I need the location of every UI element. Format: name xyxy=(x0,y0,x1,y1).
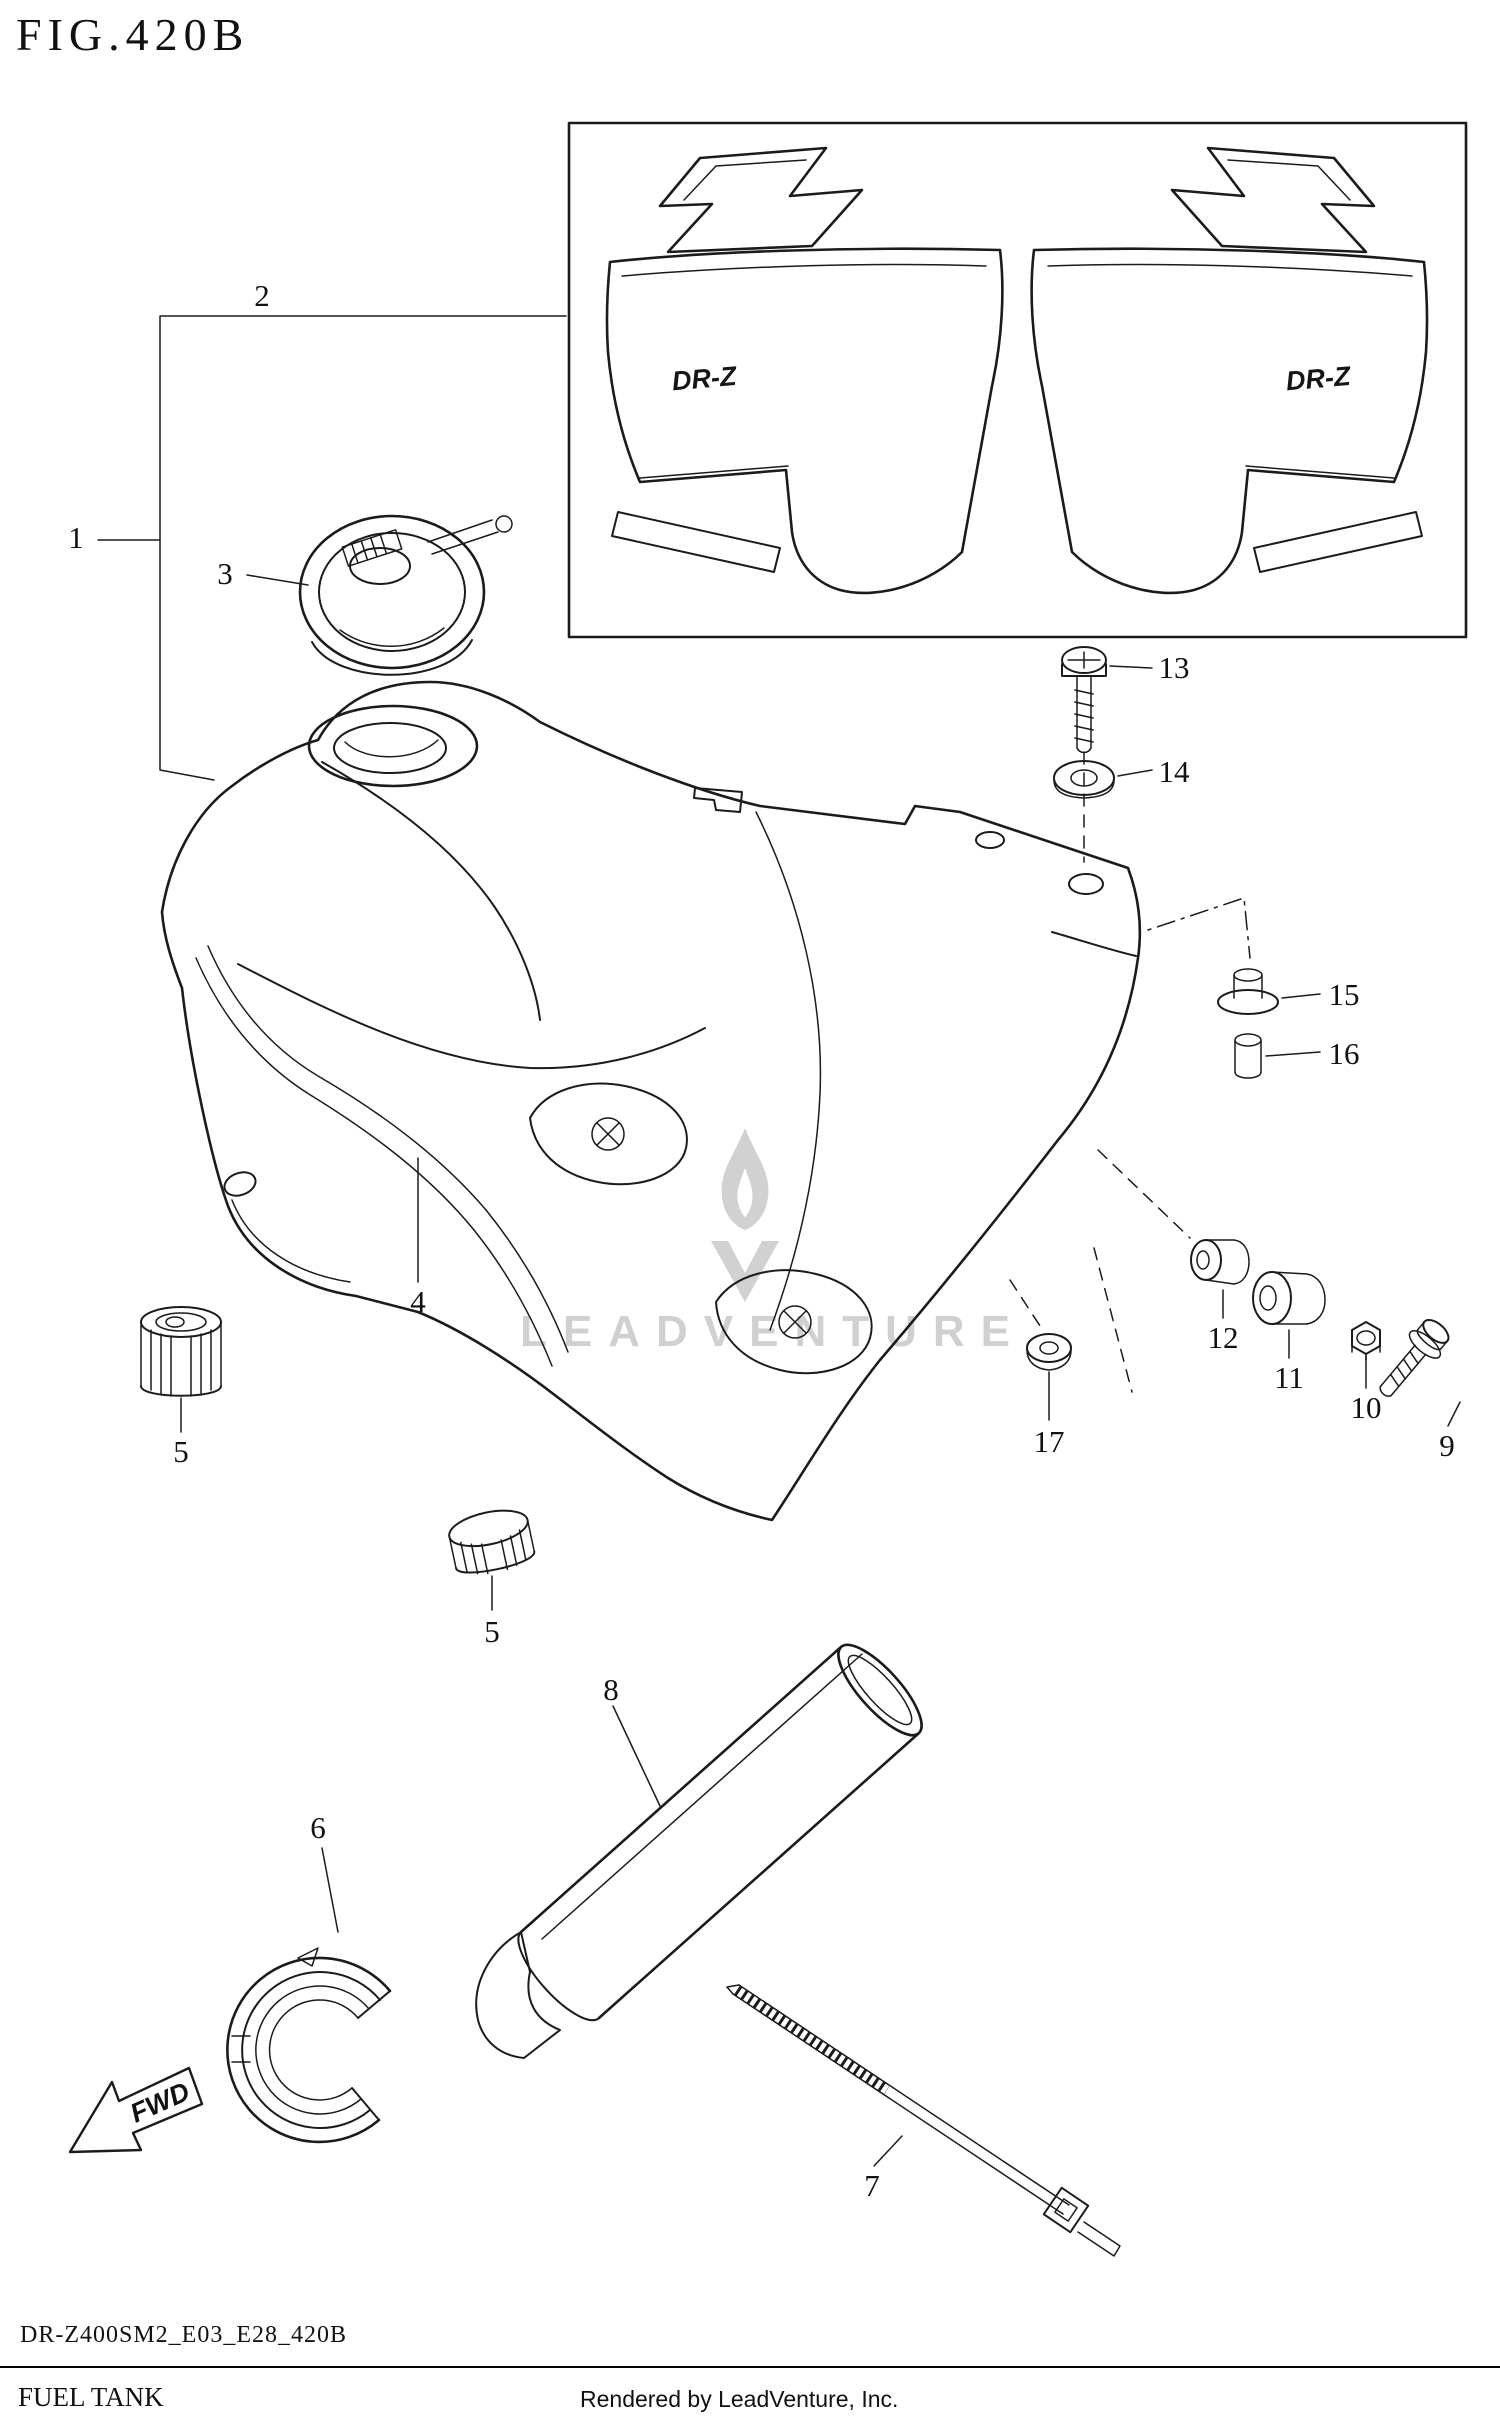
watermark-flame-notch xyxy=(737,1168,753,1217)
figure-title: FIG.420B xyxy=(16,9,250,60)
leader-1-2-bracket xyxy=(159,315,567,781)
watermark-v-icon xyxy=(711,1241,779,1302)
dash-to-17b xyxy=(1093,1247,1133,1393)
tank-outline xyxy=(160,680,1142,1522)
heat-shield-tube-8 xyxy=(475,1643,923,2059)
diagram-code: DR-Z400SM2_E03_E28_420B xyxy=(20,2322,348,2348)
tank-top-tab xyxy=(693,787,743,813)
callout-4: 4 xyxy=(410,1284,426,1319)
fwd-arrow-shape xyxy=(68,2066,204,2154)
right-decal-logo: DR-Z xyxy=(1285,361,1353,397)
leader-16 xyxy=(1265,1051,1321,1057)
leader-15 xyxy=(1281,993,1321,999)
tube-split-flap xyxy=(475,1931,561,2059)
callout-17: 17 xyxy=(1033,1424,1065,1459)
left-tank-decal: DR-Z xyxy=(605,146,1004,595)
callout-9: 9 xyxy=(1439,1428,1455,1463)
right-decal-swoosh xyxy=(1170,146,1376,254)
callout-2: 2 xyxy=(254,278,270,313)
leadventure-watermark: LEADVENTURE xyxy=(520,1128,1026,1356)
callout-14: 14 xyxy=(1158,754,1190,789)
left-decal-stripe xyxy=(611,511,781,573)
filler-neck-opening xyxy=(307,704,479,788)
dash-to-11-12 xyxy=(1097,1149,1191,1239)
callout-7: 7 xyxy=(864,2168,880,2203)
dash-to-17a xyxy=(1009,1279,1045,1333)
clamp-6 xyxy=(226,1947,392,2144)
watermark-text: LEADVENTURE xyxy=(520,1307,1026,1356)
callout-leader-lines xyxy=(97,315,1461,2167)
dash-to-15-16 xyxy=(1147,897,1251,959)
tank-shroud-edge xyxy=(237,963,706,1070)
spacer-16 xyxy=(1234,1033,1262,1079)
shroud-recess-upper xyxy=(529,1082,688,1186)
fuel-cap-tether xyxy=(427,519,499,555)
shroud-recess-lower xyxy=(715,1269,873,1375)
fuel-cap-skirt xyxy=(311,639,473,676)
nut-10 xyxy=(1351,1321,1381,1361)
callout-8: 8 xyxy=(603,1672,619,1707)
leader-7 xyxy=(873,2135,903,2167)
fuel-cap-outer xyxy=(298,514,486,670)
fwd-arrow: FWD xyxy=(68,2066,204,2154)
leader-9 xyxy=(1447,1401,1461,1427)
rendered-by-label: Rendered by LeadVenture, Inc. xyxy=(580,2386,899,2412)
cushion-cap-15 xyxy=(1217,968,1279,1015)
cable-tie-7 xyxy=(726,1984,1121,2257)
left-decal-logo: DR-Z xyxy=(671,361,739,397)
cushion-12 xyxy=(1190,1239,1250,1285)
cushion-5-left xyxy=(140,1306,222,1397)
fuel-cap-vent xyxy=(341,529,403,567)
tank-front-mount-hole xyxy=(223,1171,257,1197)
callout-12: 12 xyxy=(1207,1320,1239,1355)
assembly-dashed-lines xyxy=(1009,751,1251,1393)
right-decal-stripe xyxy=(1253,511,1423,573)
callout-1: 1 xyxy=(68,520,84,555)
left-decal-panel xyxy=(605,247,1004,595)
leader-13 xyxy=(1109,665,1153,669)
footer-divider xyxy=(0,2366,1500,2368)
callout-5-left: 5 xyxy=(173,1434,189,1469)
leader-6 xyxy=(321,1847,339,1933)
decal-set-box: DR-Z DR-Z xyxy=(567,121,1468,639)
cushion-5-right xyxy=(448,1509,536,1575)
leader-3 xyxy=(246,574,309,586)
callout-10: 10 xyxy=(1350,1390,1382,1425)
right-decal-panel xyxy=(1030,247,1429,595)
leader-8 xyxy=(612,1705,661,1807)
tank-rear-bracket xyxy=(975,831,1137,957)
callout-13: 13 xyxy=(1158,650,1190,685)
bolt-9 xyxy=(1379,1318,1450,1397)
fuel-tank xyxy=(160,680,1142,1522)
clamp-arrow-mark xyxy=(297,1947,319,1967)
leader-14 xyxy=(1117,769,1153,777)
right-tank-decal: DR-Z xyxy=(1030,146,1429,595)
callout-15: 15 xyxy=(1328,977,1360,1012)
flange-nut-17 xyxy=(1026,1333,1072,1371)
fuel-cap xyxy=(298,514,513,676)
bolt-13 xyxy=(1061,646,1107,754)
callout-6: 6 xyxy=(310,1810,326,1845)
callout-11: 11 xyxy=(1274,1360,1304,1395)
tube-open-end xyxy=(517,1931,600,2022)
callout-5-right: 5 xyxy=(484,1614,500,1649)
left-decal-swoosh xyxy=(658,146,864,254)
cable-tie-serration xyxy=(733,1985,891,2095)
callout-3: 3 xyxy=(217,556,233,591)
cushion-11 xyxy=(1252,1271,1326,1325)
decal-box-frame xyxy=(567,121,1468,639)
part-name-label: FUEL TANK xyxy=(18,2382,164,2412)
callout-16: 16 xyxy=(1328,1036,1360,1071)
cable-tie-head xyxy=(1042,2186,1090,2234)
